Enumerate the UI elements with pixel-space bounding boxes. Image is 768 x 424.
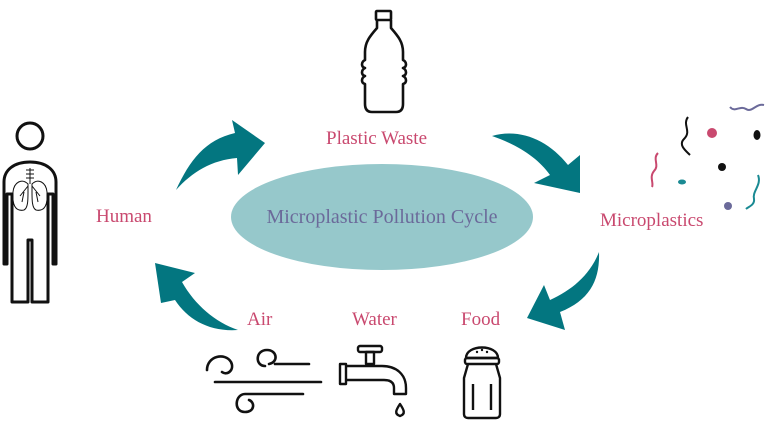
arrow-human-to-plastic [176,120,265,190]
arrow-air-to-human [155,263,238,331]
label-microplastics: Microplastics [600,210,704,231]
salt-shaker-icon [462,346,502,420]
label-human: Human [96,206,152,227]
wind-icon [205,348,323,414]
faucet-icon [338,344,408,418]
microplastic-particles-icon [650,103,765,210]
label-plastic-waste: Plastic Waste [326,128,428,149]
center-ellipse: Microplastic Pollution Cycle [231,164,533,270]
human-lungs-icon [2,121,58,304]
label-air: Air [247,309,273,330]
label-water: Water [352,309,397,330]
label-food: Food [461,309,501,330]
bottle-icon [360,9,408,114]
diagram-title: Microplastic Pollution Cycle [266,205,498,228]
arrow-microplastics-to-food [527,252,600,330]
arrow-plastic-to-microplastics [492,133,580,193]
